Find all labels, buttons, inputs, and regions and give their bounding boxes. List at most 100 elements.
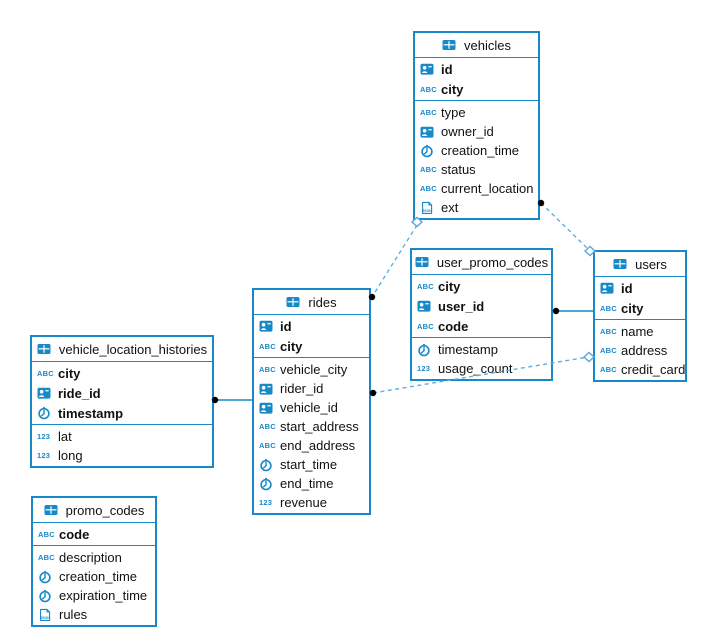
number-icon: 123 <box>259 498 273 507</box>
field-name: vehicle_city <box>280 362 348 377</box>
clock-icon <box>420 143 437 158</box>
field-name: revenue <box>280 495 327 510</box>
field-name: long <box>58 448 83 463</box>
field-name: rules <box>59 607 88 622</box>
field-name: code <box>59 526 90 542</box>
table-icon <box>286 295 303 309</box>
field-name: name <box>621 324 654 339</box>
table-header[interactable]: user_promo_codes <box>412 250 551 275</box>
field-row[interactable]: creation_time <box>415 141 538 160</box>
table-promo-codes[interactable]: promo_codes ABC code ABC description cre… <box>31 496 157 627</box>
field-row[interactable]: expiration_time <box>33 586 155 605</box>
fields-section: ABC type owner_id creation_time ABC stat… <box>415 101 538 218</box>
table-users[interactable]: users id ABC city ABC name ABC address A… <box>593 250 687 382</box>
field-row[interactable]: ABC credit_card <box>595 360 685 379</box>
fields-section: 123 lat 123 long <box>32 425 212 466</box>
field-row[interactable]: timestamp <box>32 403 212 423</box>
field-name: timestamp <box>58 405 124 421</box>
field-name: start_time <box>280 457 338 472</box>
field-row[interactable]: ABC city <box>412 276 551 296</box>
field-row[interactable]: end_time <box>254 474 369 493</box>
field-row[interactable]: id <box>595 278 685 298</box>
table-name: user_promo_codes <box>436 254 549 270</box>
field-row[interactable]: id <box>415 59 538 79</box>
field-name: id <box>441 61 453 77</box>
field-row[interactable]: 123 revenue <box>254 493 369 512</box>
text-icon: ABC <box>600 303 617 313</box>
table-header[interactable]: users <box>595 252 685 277</box>
user-icon <box>259 401 276 415</box>
field-row[interactable]: ABC type <box>415 103 538 122</box>
field-name: timestamp <box>438 342 498 357</box>
text-icon: ABC <box>600 327 617 336</box>
text-icon: ABC <box>420 108 437 117</box>
field-row[interactable]: start_time <box>254 455 369 474</box>
field-name: expiration_time <box>59 588 148 603</box>
field-row[interactable]: ABC address <box>595 341 685 360</box>
field-row[interactable]: id <box>254 316 369 336</box>
table-icon <box>414 255 432 269</box>
clock-icon <box>37 406 54 420</box>
text-icon: ABC <box>600 346 617 355</box>
table-vehicles[interactable]: vehicles id ABC city ABC type owner_id <box>413 31 540 220</box>
table-name: users <box>635 256 667 272</box>
field-name: user_id <box>438 298 485 314</box>
relation-line-vehicles-users[interactable] <box>540 202 590 251</box>
table-name: vehicle_location_histories <box>58 341 208 357</box>
table-icon <box>36 342 54 356</box>
relation-dot-endpoint <box>552 307 560 315</box>
field-row[interactable]: ABC name <box>595 322 685 341</box>
table-rides[interactable]: rides id ABC city ABC vehicle_city rider… <box>252 288 371 515</box>
field-row[interactable]: timestamp <box>412 340 551 359</box>
table-user-promo-codes[interactable]: user_promo_codes ABC city user_id ABC co… <box>410 248 553 381</box>
table-header[interactable]: vehicles <box>415 33 538 58</box>
field-name: ext <box>441 200 459 215</box>
field-row[interactable]: 123 lat <box>32 427 212 446</box>
field-row[interactable]: ABC current_location <box>415 179 538 198</box>
field-row[interactable]: creation_time <box>33 567 155 586</box>
field-row[interactable]: ABC end_address <box>254 436 369 455</box>
field-name: id <box>621 280 633 296</box>
field-row[interactable]: ABC code <box>412 316 551 336</box>
field-row[interactable]: vehicle_id <box>254 398 369 417</box>
table-header[interactable]: rides <box>254 290 369 315</box>
fields-section: ABC vehicle_city rider_id vehicle_id ABC… <box>254 358 369 513</box>
table-header[interactable]: promo_codes <box>33 498 155 523</box>
key-fields-section: id ABC city <box>254 315 369 358</box>
field-row[interactable]: rules <box>33 605 155 624</box>
field-row[interactable]: 123 long <box>32 446 212 465</box>
field-name: city <box>621 300 644 316</box>
field-row[interactable]: ABC city <box>254 336 369 356</box>
clock-icon <box>259 476 276 491</box>
field-row[interactable]: 123 usage_count <box>412 359 551 378</box>
field-row[interactable]: user_id <box>412 296 551 316</box>
table-header[interactable]: vehicle_location_histories <box>32 337 212 362</box>
user-icon <box>420 125 437 139</box>
user-icon <box>259 382 276 396</box>
field-name: owner_id <box>441 124 494 139</box>
number-icon: 123 <box>37 432 51 441</box>
table-icon <box>442 38 459 52</box>
fields-section: timestamp 123 usage_count <box>412 338 551 379</box>
field-row[interactable]: ABC code <box>33 524 155 544</box>
field-row[interactable]: rider_id <box>254 379 369 398</box>
field-name: city <box>441 81 464 97</box>
field-row[interactable]: ABC description <box>33 548 155 567</box>
text-icon: ABC <box>38 529 55 539</box>
field-row[interactable]: ride_id <box>32 383 212 403</box>
field-row[interactable]: ABC city <box>595 298 685 318</box>
field-row[interactable]: ABC city <box>32 363 212 383</box>
field-row[interactable]: ABC start_address <box>254 417 369 436</box>
field-row[interactable]: ABC vehicle_city <box>254 360 369 379</box>
table-vehicle-location-histories[interactable]: vehicle_location_histories ABC city ride… <box>30 335 214 468</box>
field-row[interactable]: ABC status <box>415 160 538 179</box>
fields-section: ABC name ABC address ABC credit_card <box>595 320 685 380</box>
field-row[interactable]: owner_id <box>415 122 538 141</box>
fields-section: ABC description creation_time expiration… <box>33 546 155 625</box>
field-name: city <box>58 365 81 381</box>
field-name: creation_time <box>59 569 138 584</box>
field-row[interactable]: ext <box>415 198 538 217</box>
field-row[interactable]: ABC city <box>415 79 538 99</box>
clock-icon <box>259 457 276 472</box>
